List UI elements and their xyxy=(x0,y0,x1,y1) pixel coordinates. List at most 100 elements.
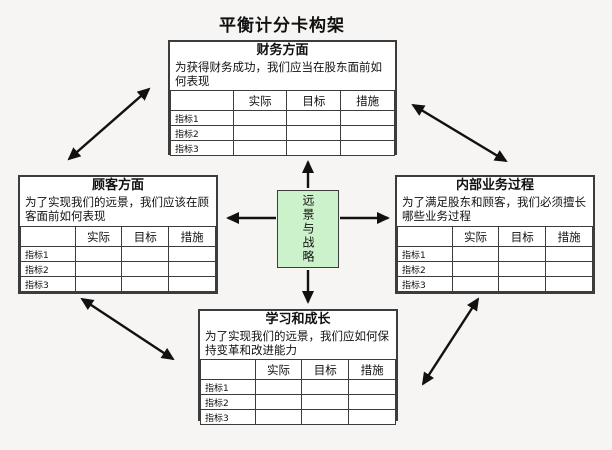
panel-internal: 内部业务过程 为了满足股东和顾客，我们必须擅长哪些业务过程 实际 目标 措施 指… xyxy=(395,175,595,294)
row-label: 指标3 xyxy=(170,140,234,157)
table-row: 指标1 xyxy=(20,246,216,262)
empty-cell xyxy=(254,379,303,396)
panel-internal-title: 内部业务过程 xyxy=(455,178,534,193)
col-actual: 实际 xyxy=(451,226,500,247)
panel-customer: 顾客方面 为了实现我们的远景，我们应该在顾客面前如何表现 实际 目标 措施 指标… xyxy=(18,175,218,294)
empty-cell xyxy=(340,140,395,157)
empty-cell xyxy=(74,246,123,262)
table-row: 指标3 xyxy=(20,276,216,292)
table-header-row: 实际 目标 措施 xyxy=(170,90,395,112)
empty-cell xyxy=(340,125,395,142)
table-row: 指标1 xyxy=(170,110,395,127)
empty-cell xyxy=(301,379,350,396)
row-label: 指标1 xyxy=(200,379,256,396)
panel-financial-desc: 为获得财务成功，我们应当在股东面前如何表现 xyxy=(175,59,382,88)
empty-cell xyxy=(498,246,547,262)
arrow-financial-internal xyxy=(411,103,508,163)
table-row: 指标1 xyxy=(397,246,593,262)
panel-customer-desc: 为了实现我们的远景，我们应该在顾客面前如何表现 xyxy=(25,194,209,223)
row-label: 指标1 xyxy=(20,246,76,262)
empty-cell xyxy=(498,261,547,277)
row-label: 指标2 xyxy=(397,261,453,277)
table-row: 指标2 xyxy=(170,125,395,142)
empty-cell xyxy=(348,394,396,411)
col-target: 目标 xyxy=(286,90,342,112)
row-label: 指标2 xyxy=(20,261,76,277)
col-target: 目标 xyxy=(498,226,547,247)
row-label: 指标1 xyxy=(170,110,234,127)
empty-cell xyxy=(348,379,396,396)
col-measure: 措施 xyxy=(340,90,395,112)
empty-cell xyxy=(545,276,593,292)
learning-metrics-table: 实际 目标 措施 指标1 指标2 指标3 xyxy=(200,359,396,426)
empty-cell xyxy=(121,276,170,292)
empty-cell xyxy=(545,246,593,262)
center-vision-strategy-box: 远景与战略 xyxy=(277,190,339,268)
col-target: 目标 xyxy=(121,226,170,247)
panel-customer-title: 顾客方面 xyxy=(91,178,144,193)
empty-cell xyxy=(232,110,288,127)
panel-learning: 学习和成长 为了实现我们的远景，我们应如何保持变革和改进能力 实际 目标 措施 … xyxy=(198,309,398,426)
empty-cell xyxy=(498,276,547,292)
row-label: 指标2 xyxy=(200,394,256,411)
empty-cell xyxy=(168,261,216,277)
col-measure: 措施 xyxy=(545,226,593,247)
empty-cell xyxy=(254,394,303,411)
empty-cell xyxy=(451,261,500,277)
corner-cell xyxy=(170,90,234,112)
arrow-internal-learning xyxy=(421,297,480,386)
table-row: 指标2 xyxy=(20,261,216,277)
arrow-customer-learning xyxy=(80,297,175,361)
empty-cell xyxy=(168,246,216,262)
col-actual: 实际 xyxy=(74,226,123,247)
empty-cell xyxy=(451,246,500,262)
row-label: 指标3 xyxy=(397,276,453,292)
empty-cell xyxy=(286,125,342,142)
corner-cell xyxy=(20,226,76,247)
panel-learning-title: 学习和成长 xyxy=(265,312,331,327)
table-row: 指标3 xyxy=(170,140,395,157)
empty-cell xyxy=(121,246,170,262)
table-header-row: 实际 目标 措施 xyxy=(20,226,216,247)
page-title: 平衡计分卡构架 xyxy=(219,16,345,36)
empty-cell xyxy=(121,261,170,277)
center-box-label: 远景与战略 xyxy=(301,194,315,264)
row-label: 指标3 xyxy=(20,276,76,292)
table-header-row: 实际 目标 措施 xyxy=(200,359,396,381)
col-measure: 措施 xyxy=(168,226,216,247)
table-row: 指标2 xyxy=(397,261,593,277)
internal-metrics-table: 实际 目标 措施 指标1 指标2 指标3 xyxy=(397,226,593,292)
empty-cell xyxy=(348,409,396,426)
empty-cell xyxy=(545,261,593,277)
table-row: 指标2 xyxy=(200,394,396,411)
empty-cell xyxy=(301,409,350,426)
empty-cell xyxy=(451,276,500,292)
empty-cell xyxy=(254,409,303,426)
table-row: 指标3 xyxy=(200,409,396,426)
empty-cell xyxy=(340,110,395,127)
row-label: 指标1 xyxy=(397,246,453,262)
empty-cell xyxy=(74,261,123,277)
panel-financial-title: 财务方面 xyxy=(256,43,309,58)
financial-metrics-table: 实际 目标 措施 指标1 指标2 指标3 xyxy=(170,90,395,157)
row-label: 指标3 xyxy=(200,409,256,426)
table-row: 指标3 xyxy=(397,276,593,292)
col-actual: 实际 xyxy=(254,359,303,381)
col-measure: 措施 xyxy=(348,359,396,381)
row-label: 指标2 xyxy=(170,125,234,142)
corner-cell xyxy=(200,359,256,381)
empty-cell xyxy=(168,276,216,292)
empty-cell xyxy=(286,110,342,127)
table-row: 指标1 xyxy=(200,379,396,396)
col-target: 目标 xyxy=(301,359,350,381)
panel-internal-desc: 为了满足股东和顾客，我们必须擅长哪些业务过程 xyxy=(402,194,586,223)
arrow-customer-financial xyxy=(67,87,151,161)
empty-cell xyxy=(301,394,350,411)
corner-cell xyxy=(397,226,453,247)
empty-cell xyxy=(74,276,123,292)
empty-cell xyxy=(286,140,342,157)
panel-financial: 财务方面 为获得财务成功，我们应当在股东面前如何表现 实际 目标 措施 指标1 … xyxy=(168,40,397,157)
col-actual: 实际 xyxy=(232,90,288,112)
customer-metrics-table: 实际 目标 措施 指标1 指标2 指标3 xyxy=(20,226,216,292)
